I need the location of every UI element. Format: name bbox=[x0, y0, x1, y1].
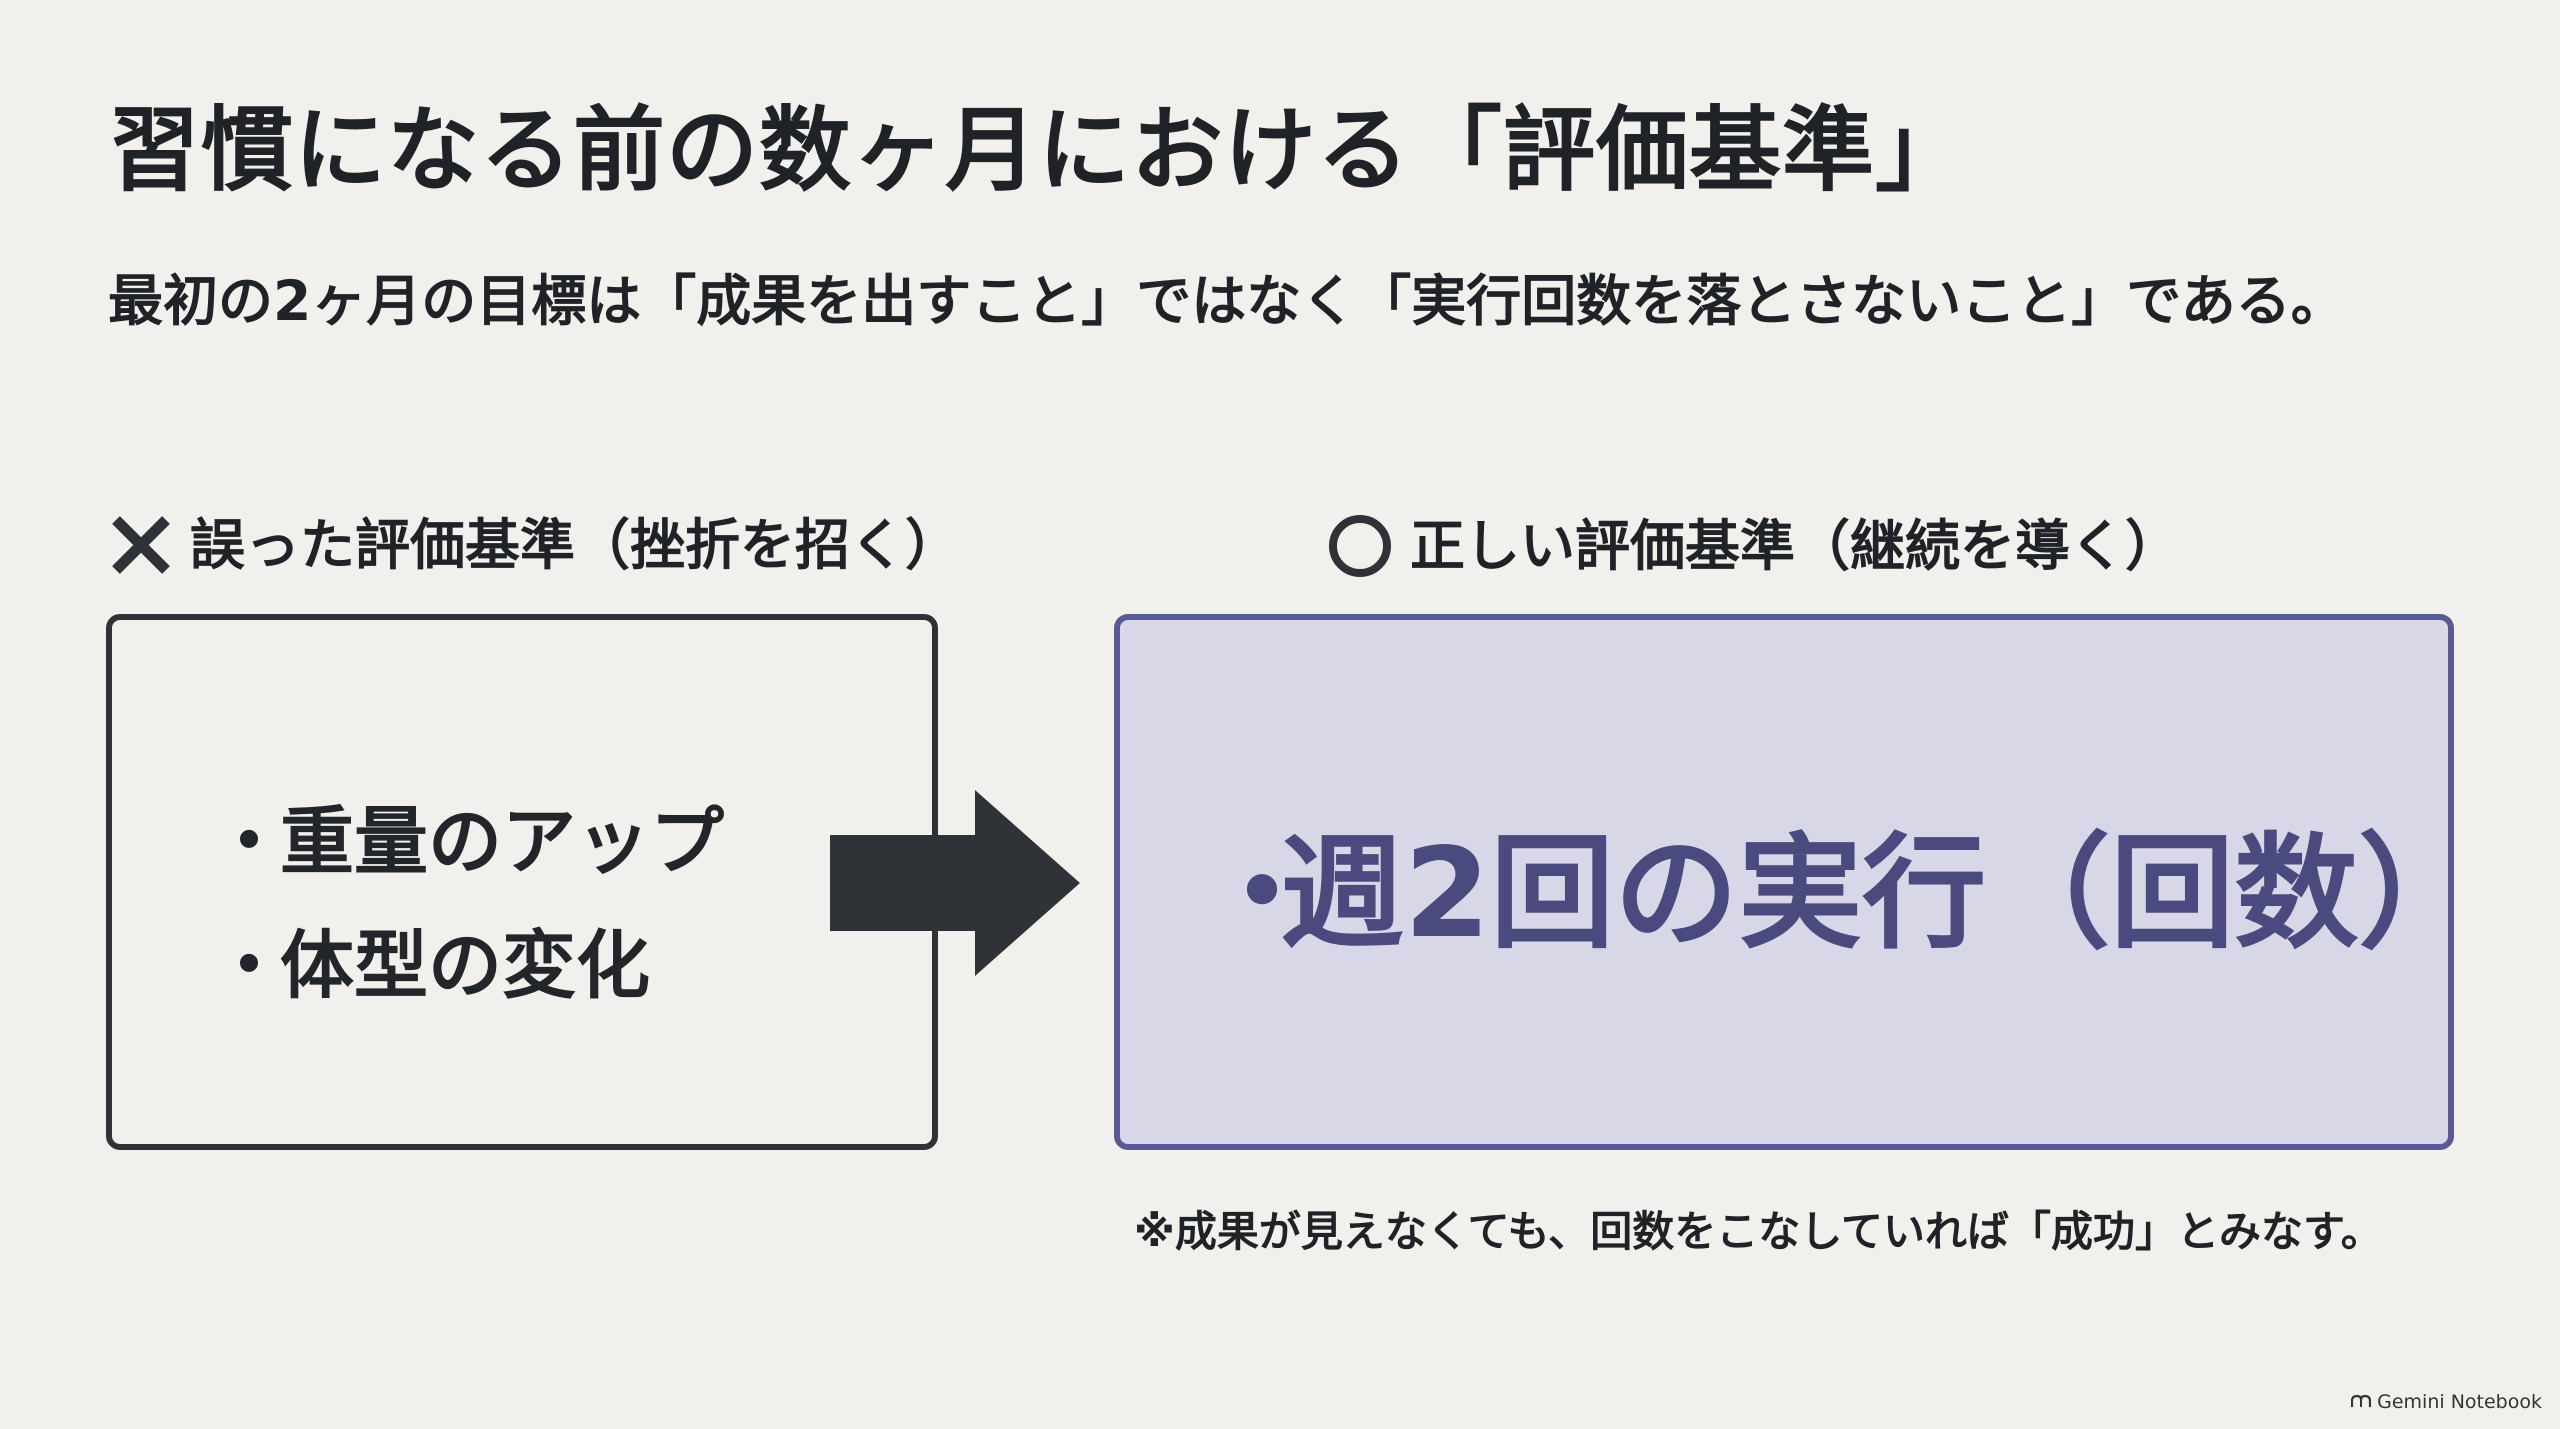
footer-brand-text: Gemini Notebook bbox=[2377, 1391, 2542, 1413]
bullet: ・ bbox=[212, 799, 286, 885]
right-criteria-value: 週2回の実行（回数） bbox=[1280, 822, 2483, 966]
cross-icon bbox=[108, 512, 174, 578]
right-arrow-icon bbox=[830, 790, 1080, 976]
bullet: ・ bbox=[212, 923, 286, 1009]
wrong-criteria-box: ・重量のアップ ・体型の変化 bbox=[106, 614, 938, 1150]
list-item-text: 重量のアップ bbox=[280, 799, 724, 885]
page-title: 習慣になる前の数ヶ月における「評価基準」 bbox=[108, 97, 1969, 204]
wrong-criteria-list: ・重量のアップ ・体型の変化 bbox=[212, 780, 724, 1028]
list-item: ・体型の変化 bbox=[212, 904, 724, 1028]
notebook-logo-icon bbox=[2351, 1391, 2372, 1413]
footer-brand: Gemini Notebook bbox=[2351, 1391, 2542, 1413]
list-item: ・重量のアップ bbox=[212, 780, 724, 904]
right-criteria-label-text: 正しい評価基準（継続を導く） bbox=[1410, 514, 2181, 578]
right-criteria-text: ・週2回の実行（回数） bbox=[1200, 620, 2482, 1144]
wrong-criteria-label: 誤った評価基準（挫折を招く） bbox=[108, 512, 960, 578]
footnote: ※成果が見えなくても、回数をこなしていれば「成功」とみなす。 bbox=[1134, 1207, 2383, 1256]
list-item-text: 体型の変化 bbox=[280, 923, 650, 1009]
right-criteria-box: ・週2回の実行（回数） bbox=[1114, 614, 2482, 1150]
page-subtitle: 最初の2ヶ月の目標は「成果を出すこと」ではなく「実行回数を落とさないこと」である… bbox=[108, 269, 2346, 333]
circle-icon bbox=[1326, 512, 1394, 580]
bullet: ・ bbox=[1200, 822, 1325, 966]
right-criteria-label: 正しい評価基準（継続を導く） bbox=[1326, 512, 2180, 580]
wrong-criteria-label-text: 誤った評価基準（挫折を招く） bbox=[190, 513, 961, 577]
